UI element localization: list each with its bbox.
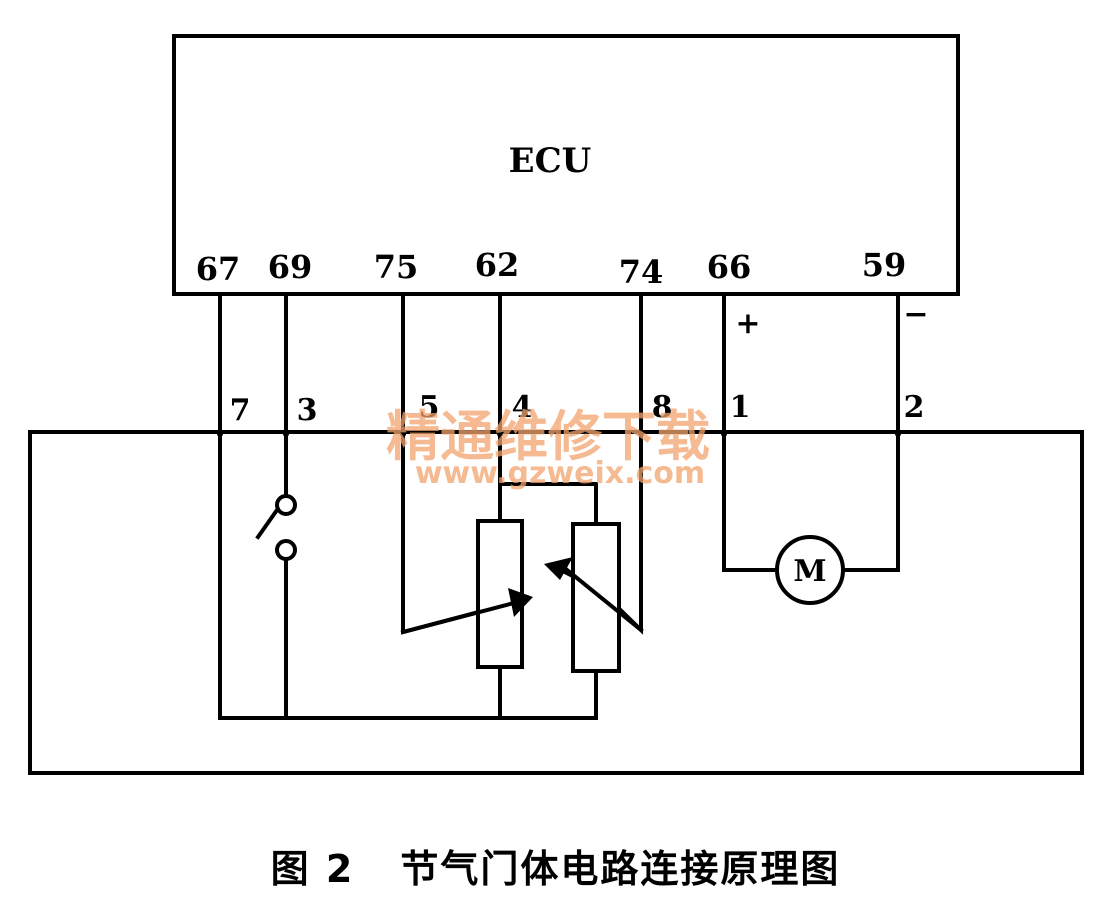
figure-caption: 图 2 节气门体电路连接原理图 [0, 838, 1111, 893]
ecu-pin-69: 69 [268, 248, 313, 286]
ecu-box [172, 34, 960, 296]
wiper-1-arrowhead [508, 588, 533, 617]
junction-dot [217, 431, 223, 437]
junction-dot [638, 431, 644, 437]
connector-pin-4: 4 [512, 390, 533, 425]
junction-dot [721, 431, 727, 437]
connector-pin-8: 8 [652, 390, 673, 425]
wire-supply-bridge [498, 482, 598, 526]
watermark-text: 精通维修下载 [386, 405, 710, 468]
potentiometer-2 [571, 522, 621, 673]
ecu-pin-62: 62 [475, 246, 520, 284]
watermark: 精通维修下载 www.gzweix.com [386, 405, 710, 491]
wire-66-1 [722, 292, 779, 572]
ecu-pin-74: 74 [619, 253, 664, 291]
ecu-pin-67: 67 [196, 250, 241, 288]
connector-pin-5: 5 [419, 390, 440, 425]
junction-dot [283, 431, 289, 437]
ecu-pin-66: 66 [707, 248, 752, 286]
motor [775, 535, 845, 605]
ecu-label: ECU [509, 141, 592, 181]
wire-59-2 [842, 292, 900, 572]
connector-pin-3: 3 [297, 393, 318, 428]
switch-contact-top [275, 494, 297, 516]
wiper-2-arrowhead [544, 557, 573, 580]
throttle-body-box [28, 430, 1084, 775]
wiper-2 [564, 567, 644, 633]
watermark-url: www.gzweix.com [415, 456, 705, 491]
ecu-pin-75: 75 [374, 248, 419, 286]
junction-dot [400, 431, 406, 437]
wiper-1 [400, 601, 513, 635]
junction-dot [895, 431, 901, 437]
polarity-plus: + [735, 306, 760, 341]
motor-label: M [793, 554, 826, 589]
figure-title: 节气门体电路连接原理图 [400, 847, 841, 891]
switch-blade [255, 507, 280, 540]
junction-dot [497, 431, 503, 437]
connector-pin-2: 2 [904, 390, 925, 425]
polarity-minus: − [903, 297, 928, 332]
switch-contact-bottom [275, 539, 297, 561]
ecu-pin-59: 59 [862, 246, 907, 284]
connector-pin-1: 1 [730, 390, 751, 425]
figure-number: 图 2 [270, 847, 355, 891]
ground-bus [218, 669, 598, 720]
connector-pin-7: 7 [230, 393, 251, 428]
